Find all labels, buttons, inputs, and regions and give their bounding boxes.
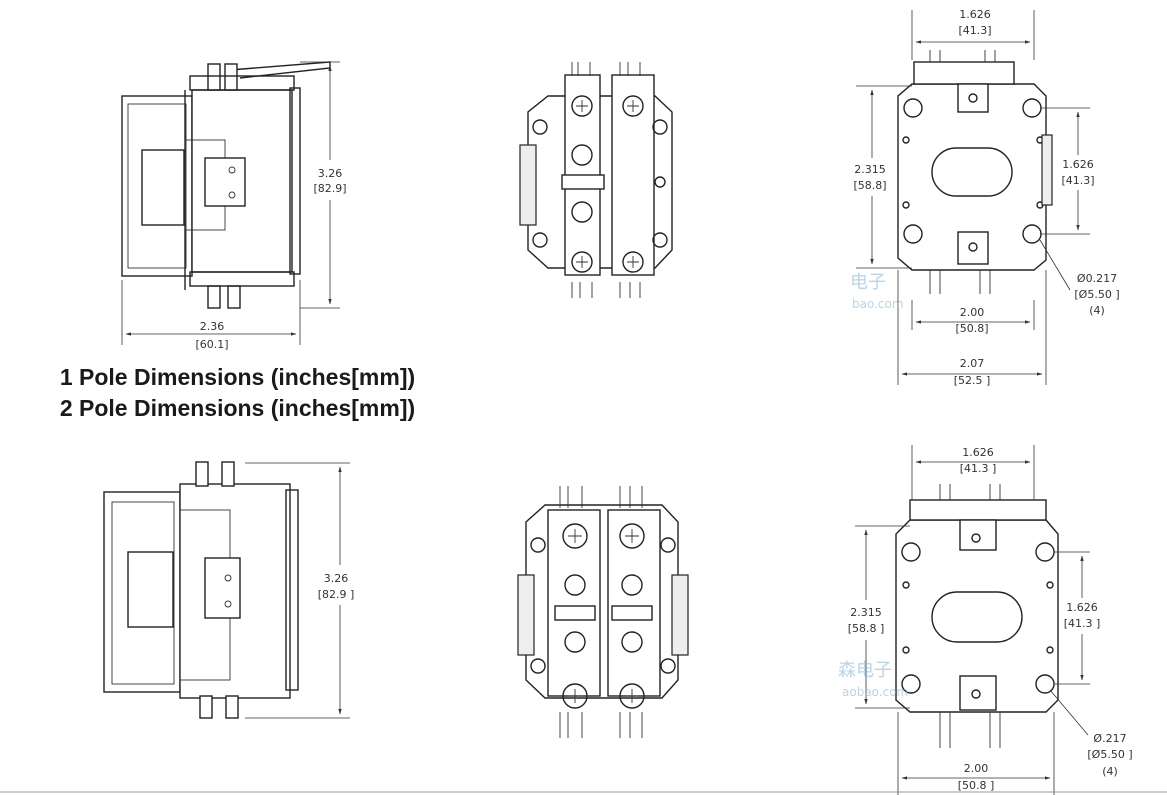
two-pole-side-height-mm: [82.9 ] xyxy=(318,588,355,601)
watermark-bottom-url: aobao.com xyxy=(842,685,908,699)
two-pole-left-height: 2.315 xyxy=(850,606,882,619)
two-pole-hole-count: (4) xyxy=(1102,765,1118,778)
watermark-top: 电子 bao.com xyxy=(850,272,904,311)
one-pole-hole-spacing-mm: [50.8] xyxy=(955,322,988,335)
two-pole-front-view xyxy=(517,486,689,738)
one-pole-right-height-mm: [41.3] xyxy=(1061,174,1094,187)
one-pole-hole-diameter-mm: [Ø5.50 ] xyxy=(1074,288,1119,301)
two-pole-left-height-mm: [58.8 ] xyxy=(848,622,885,635)
two-pole-base-view xyxy=(895,484,1059,748)
one-pole-hole-spacing: 2.00 xyxy=(960,306,985,319)
heading-two-pole: 2 Pole Dimensions (inches[mm]) xyxy=(59,395,416,421)
watermark-bottom: 森电子 aobao.com xyxy=(838,660,908,699)
one-pole-overall-width: 2.07 xyxy=(960,357,985,370)
one-pole-side-height: 3.26 xyxy=(318,167,343,180)
one-pole-base-view xyxy=(897,50,1053,294)
one-pole-side-view xyxy=(121,61,331,309)
two-pole-side-view xyxy=(103,461,299,719)
two-pole-right-height: 1.626 xyxy=(1066,601,1098,614)
one-pole-side-height-mm: [82.9] xyxy=(313,182,346,195)
one-pole-side-dimensions: 3.26 [82.9] 2.36 [60.1] xyxy=(121,61,347,351)
two-pole-hole-diameter: Ø.217 xyxy=(1093,732,1126,745)
two-pole-hole-spacing: 2.00 xyxy=(964,762,989,775)
one-pole-overall-width-mm: [52.5 ] xyxy=(954,374,991,387)
one-pole-side-width: 2.36 xyxy=(200,320,225,333)
one-pole-right-height: 1.626 xyxy=(1062,158,1094,171)
heading-one-pole: 1 Pole Dimensions (inches[mm]) xyxy=(59,364,416,390)
two-pole-top-width: 1.626 xyxy=(962,446,994,459)
two-pole-right-height-mm: [41.3 ] xyxy=(1064,617,1101,630)
one-pole-base-dimensions: 1.626 [41.3] 2.315 [58.8] 1.626 [41.3] Ø… xyxy=(853,8,1119,387)
one-pole-top-width-mm: [41.3] xyxy=(958,24,991,37)
two-pole-hole-diameter-mm: [Ø5.50 ] xyxy=(1087,748,1132,761)
two-pole-top-width-mm: [41.3 ] xyxy=(960,462,997,475)
one-pole-left-height: 2.315 xyxy=(854,163,886,176)
watermark-bottom-cn: 森电子 xyxy=(838,660,892,681)
one-pole-left-height-mm: [58.8] xyxy=(853,179,886,192)
one-pole-hole-count: (4) xyxy=(1089,304,1105,317)
two-pole-side-dimensions: 3.26 [82.9 ] xyxy=(245,462,355,719)
one-pole-top-width: 1.626 xyxy=(959,8,991,21)
watermark-top-url: bao.com xyxy=(852,297,904,311)
one-pole-hole-diameter: Ø0.217 xyxy=(1077,272,1117,285)
one-pole-front-view xyxy=(519,62,673,298)
two-pole-base-dimensions: 1.626 [41.3 ] 2.315 [58.8 ] 1.626 [41.3 … xyxy=(848,445,1133,795)
one-pole-side-width-mm: [60.1] xyxy=(195,338,228,351)
two-pole-side-height: 3.26 xyxy=(324,572,349,585)
watermark-top-cn: 电子 xyxy=(850,272,886,293)
two-pole-hole-spacing-mm: [50.8 ] xyxy=(958,779,995,792)
